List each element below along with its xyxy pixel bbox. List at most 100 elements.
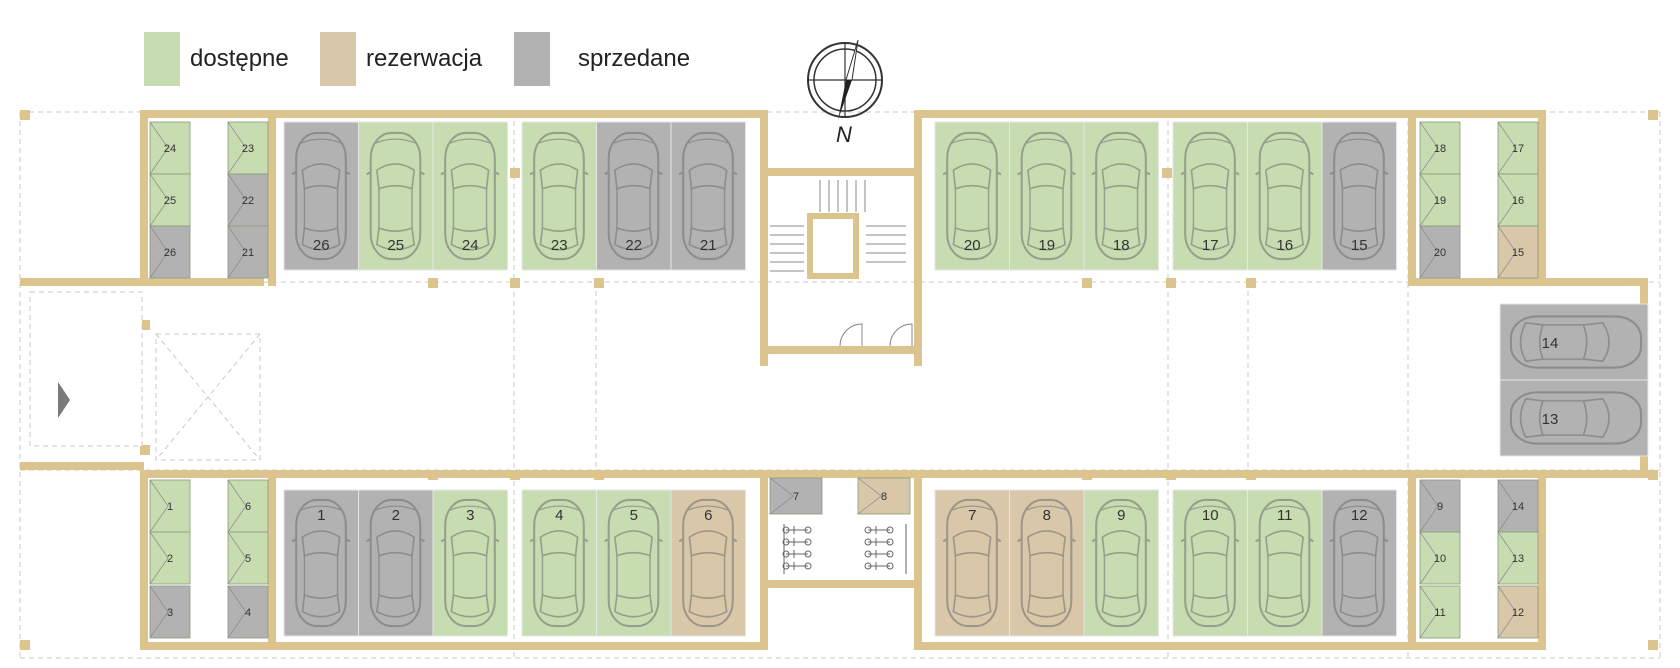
parking-space[interactable]: 12: [1321, 489, 1397, 637]
parking-space[interactable]: 13: [1499, 379, 1649, 457]
storage-unit[interactable]: 25: [149, 173, 191, 227]
storage-unit[interactable]: 14: [1497, 479, 1539, 533]
storage-unit[interactable]: 22: [227, 173, 269, 227]
storage-unit[interactable]: 4: [227, 585, 269, 639]
storage-unit[interactable]: 21: [227, 225, 269, 279]
storage-unit[interactable]: 15: [1497, 225, 1539, 279]
storage-unit-number: 14: [1512, 501, 1524, 513]
legend-swatch-reserved: [320, 32, 356, 86]
storage-unit-number: 19: [1434, 195, 1446, 207]
parking-space[interactable]: 5: [596, 489, 672, 637]
parking-space[interactable]: 4: [521, 489, 597, 637]
parking-space-number: 19: [1038, 237, 1055, 254]
storage-unit-number: 10: [1434, 553, 1446, 565]
storage-unit[interactable]: 16: [1497, 173, 1539, 227]
parking-space-number: 8: [1043, 507, 1051, 524]
parking-space[interactable]: 16: [1247, 121, 1323, 271]
legend-label-reserved: rezerwacja: [366, 45, 483, 72]
parking-space[interactable]: 1: [283, 489, 359, 637]
parking-space[interactable]: 21: [670, 121, 746, 271]
parking-space[interactable]: 20: [934, 121, 1010, 271]
parking-space-number: 7: [968, 507, 976, 524]
parking-space[interactable]: 10: [1172, 489, 1248, 637]
legend-label-available: dostępne: [190, 45, 289, 72]
parking-space-number: 2: [392, 507, 400, 524]
parking-space[interactable]: 25: [358, 121, 434, 271]
storage-unit[interactable]: 10: [1419, 531, 1461, 585]
parking-space-number: 25: [387, 237, 404, 254]
storage-unit[interactable]: 20: [1419, 225, 1461, 279]
storage-unit[interactable]: 19: [1419, 173, 1461, 227]
storage-unit-number: 3: [167, 607, 173, 619]
parking-space-number: 22: [625, 237, 642, 254]
parking-space-number: 15: [1351, 237, 1368, 254]
storage-unit-number: 7: [793, 491, 799, 503]
storage-unit[interactable]: 3: [149, 585, 191, 639]
parking-space-number: 1: [317, 507, 325, 524]
parking-space[interactable]: 14: [1499, 303, 1649, 381]
parking-space[interactable]: 22: [596, 121, 672, 271]
staircase: [770, 180, 913, 347]
storage-unit[interactable]: 2: [149, 531, 191, 585]
storage-unit-number: 2: [167, 553, 173, 565]
parking-space-number: 16: [1276, 237, 1293, 254]
storage-unit[interactable]: 23: [227, 121, 269, 175]
storage-unit[interactable]: 11: [1419, 585, 1461, 639]
storage-unit[interactable]: 12: [1497, 585, 1539, 639]
legend-swatch-sold: [514, 32, 550, 86]
parking-space[interactable]: 23: [521, 121, 597, 271]
parking-space[interactable]: 9: [1083, 489, 1159, 637]
storage-unit[interactable]: 5: [227, 531, 269, 585]
legend-swatch-available: [144, 32, 180, 86]
parking-space[interactable]: 2: [358, 489, 434, 637]
entrance-ramp: [29, 291, 261, 461]
parking-space[interactable]: 8: [1009, 489, 1085, 637]
parking-space[interactable]: 6: [670, 489, 746, 637]
storage-unit[interactable]: 18: [1419, 121, 1461, 175]
parking-space-number: 12: [1351, 507, 1368, 524]
storage-unit-number: 4: [245, 607, 251, 619]
parking-space-number: 18: [1113, 237, 1130, 254]
parking-space-number: 24: [462, 237, 479, 254]
storage-unit-number: 5: [245, 553, 251, 565]
parking-space-number: 11: [1277, 507, 1293, 524]
parking-space-number: 21: [700, 237, 717, 254]
parking-space-number: 6: [704, 507, 712, 524]
parking-space[interactable]: 11: [1247, 489, 1323, 637]
storage-unit[interactable]: 7: [769, 477, 823, 515]
parking-space[interactable]: 19: [1009, 121, 1085, 271]
storage-unit-number: 11: [1434, 607, 1445, 619]
storage-unit-number: 18: [1434, 143, 1446, 155]
storage-unit[interactable]: 24: [149, 121, 191, 175]
parking-space[interactable]: 26: [283, 121, 359, 271]
storage-unit[interactable]: 26: [149, 225, 191, 279]
storage-unit[interactable]: 13: [1497, 531, 1539, 585]
storage-unit[interactable]: 1: [149, 479, 191, 533]
compass-label: N: [836, 122, 852, 147]
storage-unit-number: 26: [164, 247, 176, 259]
legend-item-sold: sprzedane: [514, 32, 690, 86]
parking-space[interactable]: 15: [1321, 121, 1397, 271]
storage-unit-number: 22: [242, 195, 254, 207]
storage-unit-number: 9: [1437, 501, 1443, 513]
storage-unit[interactable]: 17: [1497, 121, 1539, 175]
parking-space[interactable]: 24: [432, 121, 508, 271]
parking-space-number: 20: [964, 237, 981, 254]
parking-space-number: 13: [1542, 411, 1559, 428]
compass-icon: N: [807, 39, 883, 147]
storage-unit[interactable]: 8: [857, 477, 911, 515]
parking-space-number: 26: [313, 237, 330, 254]
parking-space-number: 23: [551, 237, 568, 254]
storage-unit-number: 25: [164, 195, 176, 207]
parking-space[interactable]: 3: [432, 489, 508, 637]
storage-unit[interactable]: 6: [227, 479, 269, 533]
parking-space[interactable]: 18: [1083, 121, 1159, 271]
parking-space[interactable]: 7: [934, 489, 1010, 637]
storage-unit-number: 21: [242, 247, 254, 259]
legend-item-available: dostępne: [144, 32, 289, 86]
storage-unit[interactable]: 9: [1419, 479, 1461, 533]
parking-space[interactable]: 17: [1172, 121, 1248, 271]
storage-unit-number: 20: [1434, 247, 1446, 259]
parking-space-number: 5: [630, 507, 638, 524]
